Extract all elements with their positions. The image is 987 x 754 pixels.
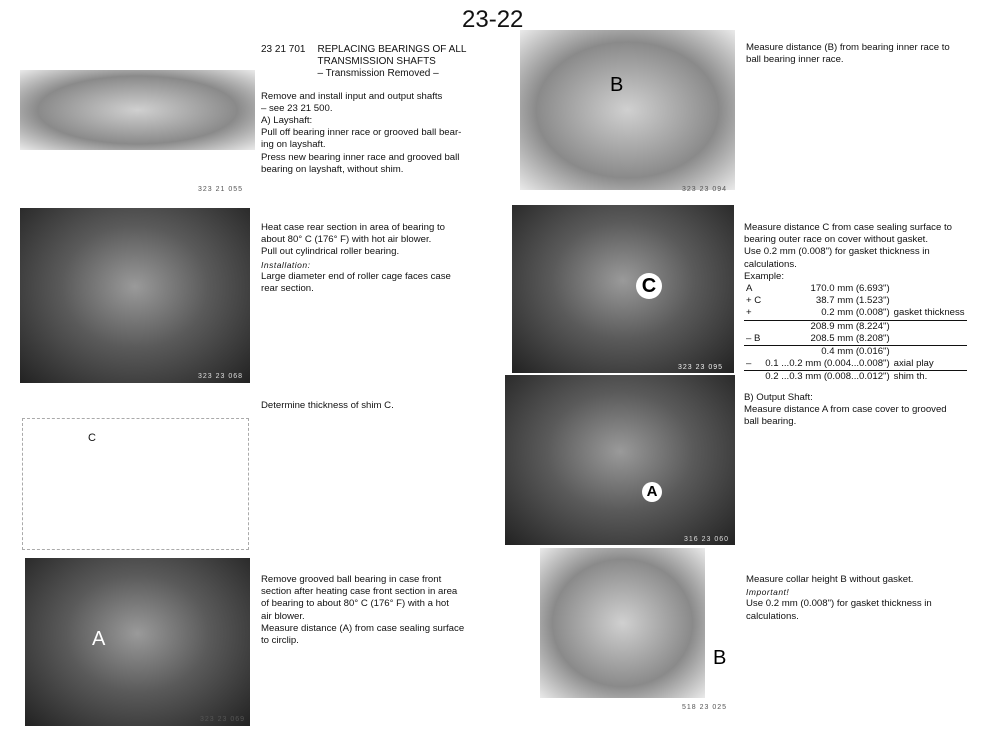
calc-value: 0.2 mm (0.008"): [763, 307, 892, 321]
text-line: – see 23 21 500.: [261, 102, 333, 114]
photo-label: A: [642, 482, 662, 502]
text-line: ball bearing.: [744, 416, 797, 428]
calc-op: – B: [744, 332, 764, 347]
text-line: ing on layshaft.: [261, 139, 326, 151]
calculation-table: A 170.0 mm (6.693") + C 38.7 mm (1.523") +…: [744, 283, 967, 384]
calc-value: 170.0 mm (6.693"): [810, 283, 890, 295]
roller-bearing-photo: [20, 208, 250, 383]
calc-value: 208.5 mm (8.208"): [763, 332, 892, 347]
calc-note: [892, 320, 967, 333]
calc-value: 208.9 mm (8.224"): [810, 320, 890, 332]
figure-code: 323 23 068: [198, 373, 244, 380]
text-line: Measure distance (B) from bearing inner …: [746, 42, 950, 53]
text-line: Remove grooved ball bearing in case fron…: [261, 574, 442, 585]
calc-note: gasket thickness: [891, 307, 967, 321]
section-subtitle: – Transmission Removed –: [317, 68, 439, 80]
text-line: Measure distance A from case cover to gr…: [744, 403, 947, 415]
shim-diagram: [22, 418, 249, 550]
photo-label: B: [610, 74, 624, 96]
text-line: rear section.: [261, 283, 314, 295]
text-line: calculations.: [744, 258, 797, 270]
text-line: Pull out cylindrical roller bearing.: [261, 246, 400, 258]
calc-value: 0.1 ...0.2 mm (0.004...0.008"): [763, 358, 892, 372]
figure-code: 323 23 094: [682, 186, 728, 193]
layshaft-photo: [20, 70, 255, 150]
figure-code: 323 23 069: [200, 716, 246, 723]
calc-op: + C: [746, 295, 762, 307]
section-4-text: Remove grooved ball bearing in case fron…: [261, 574, 501, 647]
calc-note: shim th.: [893, 371, 928, 383]
calc-note: [891, 332, 967, 347]
text-line: Determine thickness of shim C.: [261, 400, 394, 411]
text-line: bearing on layshaft, without shim.: [261, 163, 404, 175]
text-line: Pull off bearing inner race or grooved b…: [261, 127, 462, 139]
calc-note: [892, 346, 967, 359]
text-line: Use 0.2 mm (0.008") for gasket thickness…: [744, 246, 930, 258]
text-line: Example:: [744, 270, 784, 282]
text-line: Press new bearing inner race and grooved…: [261, 151, 460, 163]
calc-op: –: [744, 358, 764, 372]
note-label: Important!: [746, 587, 790, 598]
calc-note: [892, 283, 967, 295]
calc-op: A: [746, 283, 753, 295]
section-code: 23 21 701: [261, 44, 306, 55]
calc-value: 38.7 mm (1.523"): [815, 295, 890, 307]
text-line: Measure distance C from case sealing sur…: [744, 222, 952, 233]
text-line: air blower.: [261, 610, 305, 622]
calc-note: [892, 295, 967, 307]
calc-value: 0.4 mm (0.016"): [821, 346, 890, 358]
section-5-text: Measure distance (B) from bearing inner …: [746, 42, 986, 66]
text-line: Use 0.2 mm (0.008") for gasket thickness…: [746, 598, 932, 610]
text-line: section after heating case front section…: [261, 586, 458, 598]
calc-op: [744, 346, 763, 359]
output-shaft-photo: [505, 375, 735, 545]
text-line: bearing outer race on cover without gask…: [744, 234, 928, 246]
text-line: Measure collar height B without gasket.: [746, 574, 914, 585]
figure-code: 518 23 025: [682, 704, 728, 711]
text-line: A) Layshaft:: [261, 115, 313, 127]
page-number: 23-22: [462, 6, 524, 33]
diagram-label: C: [88, 432, 96, 444]
text-line: ball bearing inner race.: [746, 54, 844, 66]
section-6-text: Measure distance C from case sealing sur…: [744, 222, 984, 428]
photo-label: B: [713, 647, 727, 669]
calc-value: 0.2 ...0.3 mm (0.008...0.012"): [765, 371, 890, 383]
text-line: Remove and install input and output shaf…: [261, 90, 443, 102]
section-2-text: Heat case rear section in area of bearin…: [261, 222, 501, 295]
note-label: Installation:: [261, 259, 311, 270]
calc-op: [744, 320, 763, 333]
text-line: Heat case rear section in area of bearin…: [261, 222, 445, 233]
calc-note: axial play: [891, 358, 967, 372]
text-line: Large diameter end of roller cage faces …: [261, 270, 451, 282]
calc-op: [744, 371, 763, 384]
figure-code: 323 21 055: [198, 186, 244, 193]
text-line: to circlip.: [261, 635, 299, 647]
text-line: B) Output Shaft:: [744, 391, 813, 403]
section-title: REPLACING BEARINGS OF ALL: [317, 44, 467, 55]
photo-label: C: [636, 273, 662, 299]
text-line: Measure distance (A) from case sealing s…: [261, 622, 465, 634]
text-line: about 80° C (176° F) with hot air blower…: [261, 234, 432, 246]
figure-code: 323 23 095: [678, 364, 724, 371]
text-line: of bearing to about 80° C (176° F) with …: [261, 598, 449, 610]
case-front-photo: [25, 558, 250, 726]
photo-label: A: [92, 628, 106, 650]
cover-measure-photo: [512, 205, 734, 373]
section-8-text: Measure collar height B without gasket. …: [746, 574, 986, 623]
text-line: calculations.: [746, 610, 799, 622]
section-3-text: Determine thickness of shim C.: [261, 400, 394, 412]
layshaft-measure-photo: [520, 30, 735, 190]
calc-op: +: [744, 307, 764, 321]
figure-code: 316 23 060: [684, 536, 730, 543]
collar-measure-photo: [540, 548, 705, 698]
section-title: TRANSMISSION SHAFTS: [317, 56, 436, 68]
